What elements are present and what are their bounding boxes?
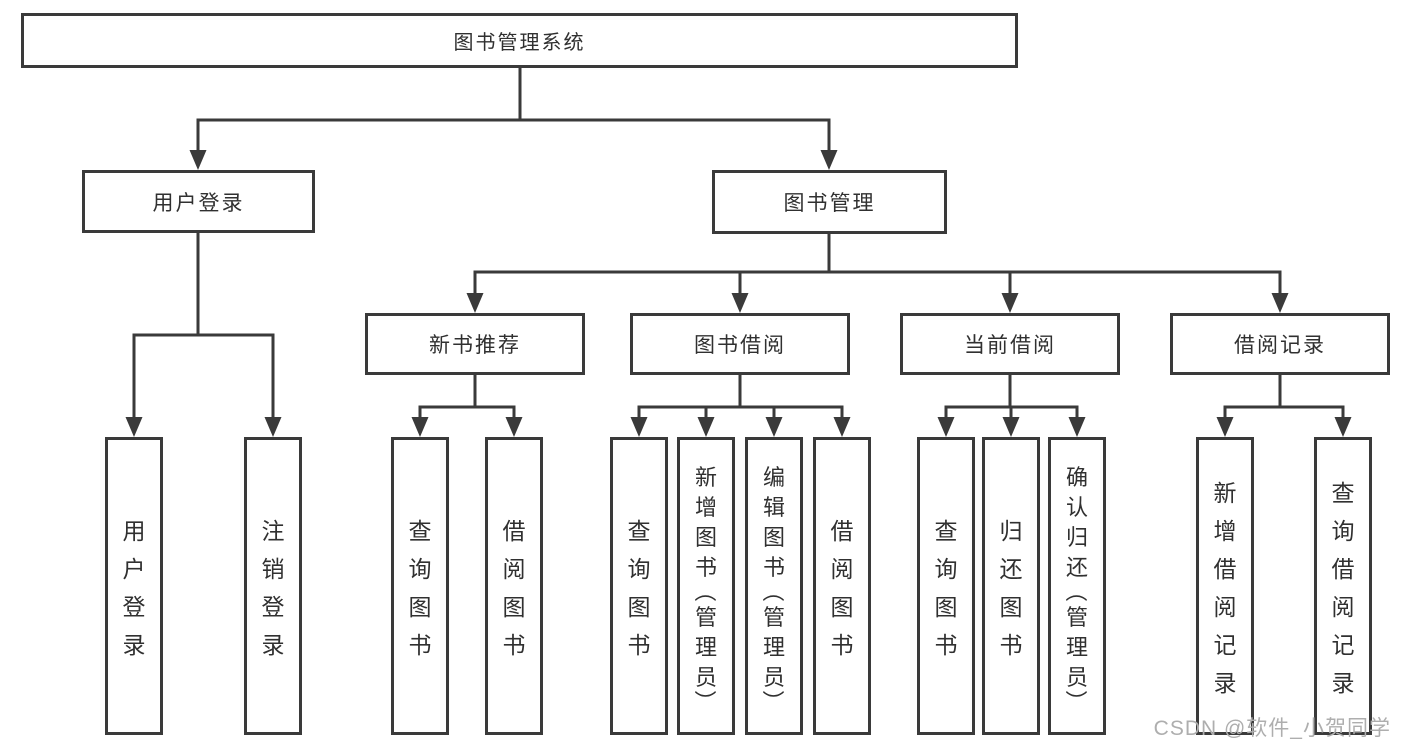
leaf-label: 借阅图书 xyxy=(830,518,854,658)
watermark: CSDN @软件_小贺同学 xyxy=(1153,717,1391,740)
leaf-label: 注销登录 xyxy=(261,518,285,658)
leaf-edit-book-admin: 编辑图书（管理员） xyxy=(745,437,803,735)
leaf-label: 查询图书 xyxy=(408,518,432,658)
leaf-label: 确认归还（管理员） xyxy=(1062,465,1088,713)
node-label: 当前借阅 xyxy=(964,334,1056,357)
leaf-return-books: 归还图书 xyxy=(982,437,1040,735)
node-user-login-branch: 用户登录 xyxy=(82,170,315,233)
leaf-add-borrow-record: 新增借阅记录 xyxy=(1196,437,1254,735)
node-label: 图书管理系统 xyxy=(453,32,586,54)
node-label: 图书借阅 xyxy=(694,334,786,357)
connector-stems xyxy=(132,66,1345,426)
leaf-label: 用户登录 xyxy=(122,518,146,658)
leaf-label: 编辑图书（管理员） xyxy=(759,465,785,713)
leaf-confirm-return-admin: 确认归还（管理员） xyxy=(1048,437,1106,735)
arrowhead-icons xyxy=(125,150,1352,437)
leaf-label: 查询图书 xyxy=(627,518,651,658)
leaf-add-book-admin: 新增图书（管理员） xyxy=(677,437,735,735)
leaf-label: 新增借阅记录 xyxy=(1213,480,1237,696)
leaf-label: 查询借阅记录 xyxy=(1331,480,1355,696)
node-label: 新书推荐 xyxy=(429,334,521,357)
node-current-borrowing: 当前借阅 xyxy=(900,313,1120,375)
leaf-borrow-books-2: 借阅图书 xyxy=(813,437,871,735)
node-label: 借阅记录 xyxy=(1234,334,1326,357)
leaf-user-login: 用户登录 xyxy=(105,437,163,735)
leaf-query-books-2: 查询图书 xyxy=(610,437,668,735)
node-new-book-recommendation: 新书推荐 xyxy=(365,313,585,375)
node-book-management: 图书管理 xyxy=(712,170,947,234)
leaf-query-borrow-record: 查询借阅记录 xyxy=(1314,437,1372,735)
node-label: 图书管理 xyxy=(783,192,876,215)
leaf-query-books-3: 查询图书 xyxy=(917,437,975,735)
leaf-label: 新增图书（管理员） xyxy=(691,465,717,713)
node-borrowing-records: 借阅记录 xyxy=(1170,313,1390,375)
node-label: 用户登录 xyxy=(152,191,245,215)
node-root: 图书管理系统 xyxy=(21,13,1018,68)
leaf-label: 查询图书 xyxy=(934,518,958,658)
leaf-label: 借阅图书 xyxy=(502,518,526,658)
leaf-borrow-books-1: 借阅图书 xyxy=(485,437,543,735)
leaf-query-books-1: 查询图书 xyxy=(391,437,449,735)
leaf-logout: 注销登录 xyxy=(244,437,302,735)
leaf-label: 归还图书 xyxy=(999,518,1023,658)
node-book-borrowing: 图书借阅 xyxy=(630,313,850,375)
